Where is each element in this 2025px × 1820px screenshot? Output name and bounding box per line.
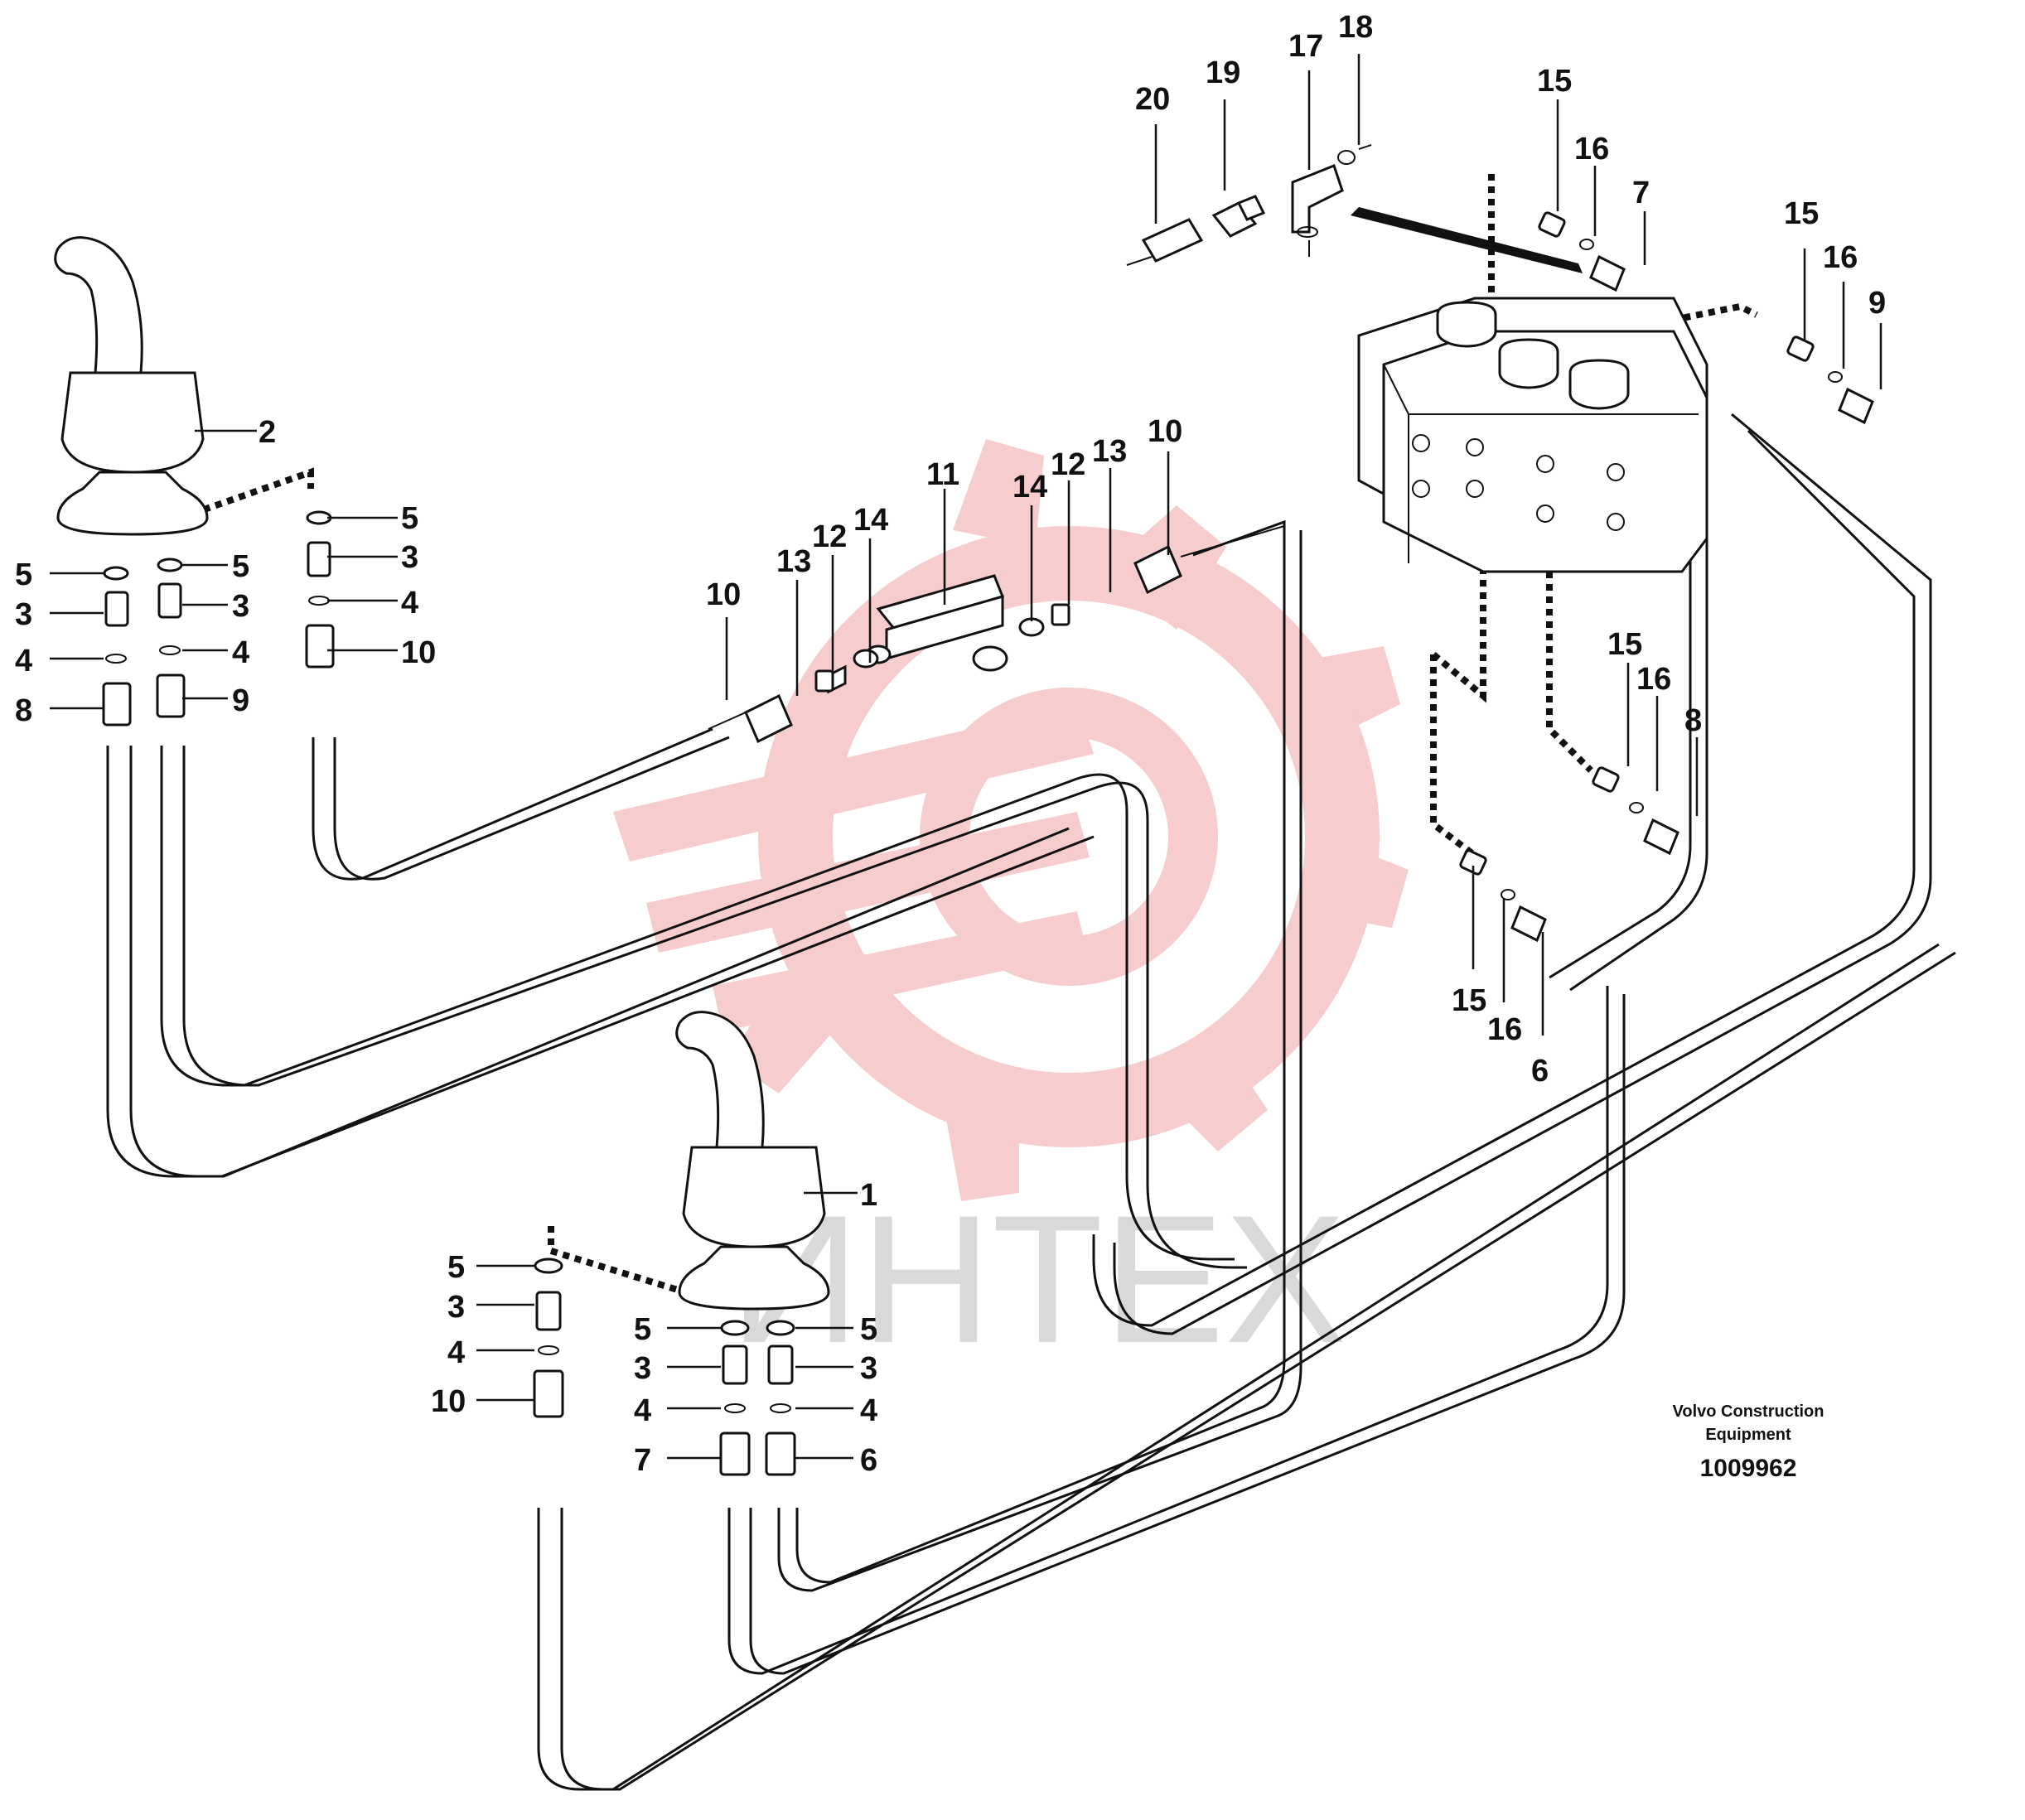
callout-15: 15 — [1607, 627, 1642, 662]
callout-5: 5 — [232, 549, 249, 584]
sensor-assembly — [1126, 144, 1583, 273]
callout-17: 17 — [1288, 29, 1323, 64]
callout-10: 10 — [706, 577, 741, 612]
callout-14: 14 — [853, 503, 888, 538]
callout-4: 4 — [447, 1335, 465, 1370]
callout-numbers: 2 1 5 3 4 10 5 3 4 8 5 3 4 9 5 3 4 10 5 … — [15, 10, 1886, 1478]
diagram-credit: Volvo Construction Equipment 1009962 — [1673, 1402, 1824, 1482]
callout-14: 14 — [1012, 470, 1047, 504]
callout-6: 6 — [860, 1443, 877, 1478]
callout-6: 6 — [1531, 1054, 1549, 1089]
credit-line-1: Volvo Construction — [1673, 1402, 1824, 1421]
callout-3: 3 — [232, 589, 249, 624]
watermark: ИНТЕХ — [613, 439, 1409, 1381]
callout-16: 16 — [1636, 662, 1671, 697]
callout-15: 15 — [1784, 196, 1819, 231]
valve-fittings — [1459, 211, 1874, 943]
watermark-text: ИНТЕХ — [729, 1177, 1346, 1381]
callout-5: 5 — [634, 1312, 651, 1347]
callout-5: 5 — [401, 501, 418, 536]
callout-1-left-joystick: 2 — [259, 415, 276, 450]
callout-18: 18 — [1338, 10, 1373, 45]
callout-3: 3 — [401, 540, 418, 575]
callout-8: 8 — [1684, 703, 1702, 738]
callout-5: 5 — [860, 1312, 877, 1347]
fittings-left — [102, 510, 335, 727]
callout-13: 13 — [1092, 434, 1127, 469]
callout-right-joystick: 1 — [860, 1178, 877, 1213]
joystick-left — [54, 236, 209, 536]
document-number: 1009962 — [1700, 1455, 1797, 1482]
callout-10: 10 — [401, 635, 436, 670]
callout-12: 12 — [1051, 447, 1085, 482]
callout-3: 3 — [634, 1351, 651, 1386]
joystick-right — [675, 1011, 830, 1311]
callout-3: 3 — [15, 597, 32, 632]
callout-leaders — [50, 54, 1882, 1460]
callout-15: 15 — [1537, 64, 1572, 99]
callout-19: 19 — [1206, 56, 1240, 90]
callout-4: 4 — [401, 586, 418, 620]
callout-12: 12 — [812, 519, 847, 554]
callout-20: 20 — [1135, 82, 1170, 117]
callout-9: 9 — [232, 683, 249, 718]
callout-16: 16 — [1823, 240, 1858, 275]
callout-7: 7 — [634, 1443, 651, 1478]
callout-15: 15 — [1452, 983, 1486, 1018]
callout-5: 5 — [447, 1250, 465, 1285]
callout-9: 9 — [1868, 286, 1886, 321]
callout-13: 13 — [776, 544, 811, 579]
callout-10: 10 — [1148, 414, 1182, 449]
center-bracket-assembly — [708, 525, 1285, 744]
callout-7: 7 — [1632, 176, 1650, 210]
callout-5: 5 — [15, 558, 32, 592]
callout-11: 11 — [926, 457, 959, 492]
callout-3: 3 — [860, 1351, 877, 1386]
callout-16: 16 — [1574, 132, 1609, 167]
valve-block — [1357, 297, 1708, 573]
callout-10: 10 — [431, 1384, 466, 1419]
callout-4: 4 — [15, 644, 32, 678]
callout-8: 8 — [15, 693, 32, 728]
hose-lines — [106, 413, 1956, 1791]
callout-4: 4 — [634, 1393, 651, 1428]
credit-line-2: Equipment — [1705, 1426, 1791, 1444]
callout-16: 16 — [1487, 1012, 1522, 1047]
callout-4: 4 — [860, 1393, 877, 1428]
callout-3: 3 — [447, 1290, 465, 1325]
fittings-right — [533, 1258, 796, 1476]
callout-4: 4 — [232, 635, 249, 670]
